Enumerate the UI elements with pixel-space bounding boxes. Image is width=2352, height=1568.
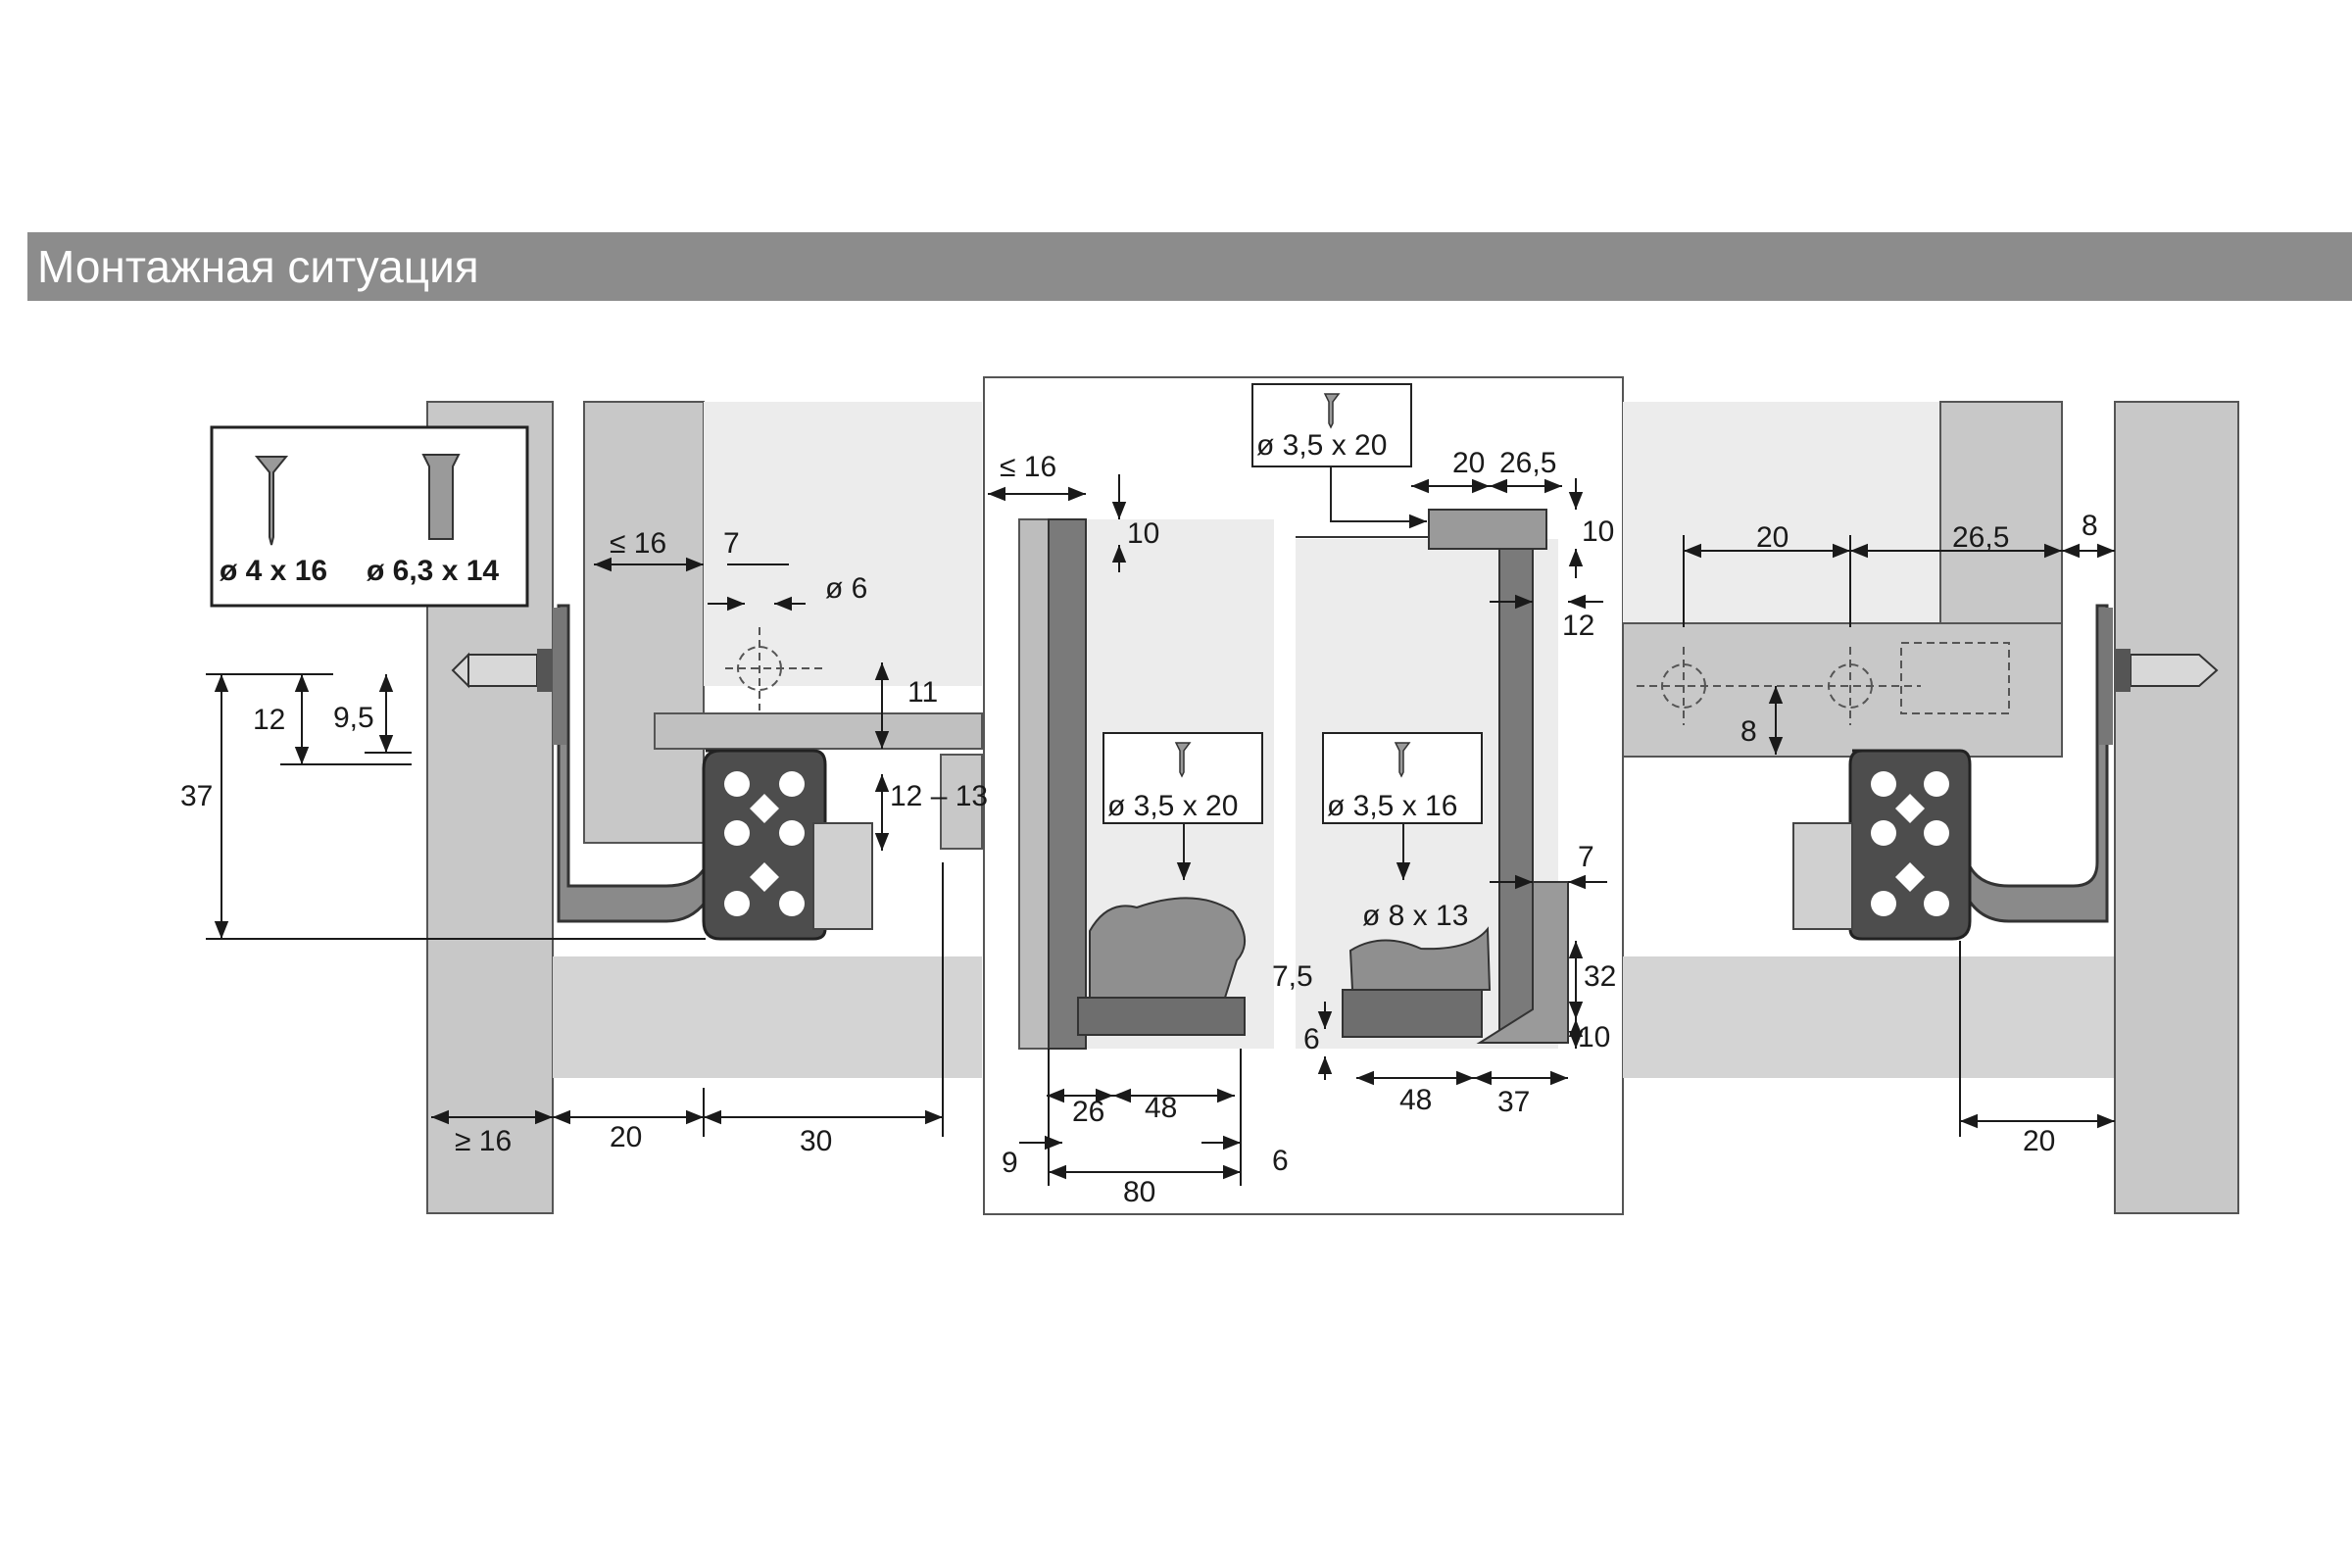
dim-right-265: 26,5	[1952, 521, 2009, 554]
dim-center-48b: 48	[1399, 1084, 1432, 1116]
dim-center-10c: 10	[1578, 1021, 1610, 1054]
dimension-lines	[206, 474, 2115, 1186]
dim-left-11: 11	[907, 676, 938, 709]
screw-box-mid-right: ø 3,5 x 16	[1322, 732, 1483, 880]
dim-center-12: 12	[1562, 610, 1594, 642]
screw-label-4x16: ø 4 x 16	[220, 555, 327, 587]
dim-left-12: 12	[253, 704, 285, 736]
dim-left-37: 37	[180, 780, 213, 812]
dim-center-16: ≤ 16	[1000, 451, 1056, 483]
center-right-bracket	[1476, 881, 1569, 1044]
center-left-clip	[1089, 897, 1246, 999]
center-right-clip	[1348, 926, 1492, 991]
dim-center-6a: 6	[1303, 1023, 1320, 1055]
dim-center-9: 9	[1002, 1147, 1018, 1179]
right-drawer-bottom	[1622, 622, 2063, 758]
left-drawer-bottom	[654, 712, 983, 750]
screw-box-left: ø 4 x 16 ø 6,3 x 14	[210, 425, 529, 608]
dim-center-813: ø 8 x 13	[1362, 900, 1468, 932]
dim-center-265: 26,5	[1499, 447, 1556, 479]
dim-center-6b: 6	[1272, 1145, 1289, 1177]
left-light-area	[704, 402, 982, 686]
dim-left-30: 30	[800, 1125, 832, 1157]
dim-center-37: 37	[1497, 1086, 1530, 1118]
dim-center-48a: 48	[1145, 1092, 1177, 1124]
dim-center-32: 32	[1584, 960, 1616, 993]
right-side-panel	[2114, 401, 2239, 1214]
right-assembly	[1622, 401, 2239, 1214]
right-screw	[2130, 654, 2219, 687]
screw-box-mid-left: ø 3,5 x 20	[1102, 732, 1263, 880]
dim-center-10a: 10	[1127, 517, 1159, 550]
dim-left-20: 20	[610, 1121, 642, 1153]
left-bracket-plate	[553, 608, 566, 745]
left-dowel-hole	[725, 627, 823, 710]
left-runner-block	[940, 754, 983, 850]
right-runner-profile	[1792, 749, 1972, 941]
left-screw	[451, 652, 538, 689]
left-screw-head	[537, 649, 553, 692]
dim-right-20: 20	[1756, 521, 1788, 554]
header-bar: Монтажная ситуация	[27, 232, 2352, 301]
center-left-wall-dark	[1048, 518, 1087, 1050]
dim-left-hole6: ø 6	[825, 572, 867, 605]
screw-label-63x14: ø 6,3 x 14	[367, 555, 499, 587]
left-runner-profile	[702, 749, 873, 941]
dim-left-ge16: ≥ 16	[455, 1125, 512, 1157]
left-bottom-board	[553, 956, 982, 1078]
screw-label-mid-left: ø 3,5 x 20	[1107, 790, 1238, 822]
center-right-wall-dark	[1498, 548, 1534, 1040]
right-bracket-plate	[2099, 608, 2113, 745]
dim-left-7: 7	[723, 527, 740, 560]
center-right-clip-base	[1342, 989, 1483, 1038]
dim-center-7: 7	[1578, 841, 1594, 873]
center-left-clip-base	[1077, 997, 1246, 1036]
dim-center-20: 20	[1452, 447, 1485, 479]
dim-left-1213: 12 – 13	[890, 780, 988, 812]
center-top-bracket	[1428, 509, 1547, 550]
screw-box-top: ø 3,5 x 20	[1251, 383, 1427, 529]
page-title: Монтажная ситуация	[37, 241, 479, 292]
dim-right-20b: 20	[2023, 1125, 2055, 1157]
center-left-wall	[1018, 518, 1050, 1050]
right-screw-head	[2115, 649, 2131, 692]
left-drawer-front	[583, 401, 705, 844]
dimension-labels: ≤ 16 7 ø 6 11 12 9,5 37 12 – 13 ≥ 16 20 …	[180, 447, 2098, 1208]
dim-center-26: 26	[1072, 1096, 1104, 1128]
dim-right-8b: 8	[1740, 715, 1757, 748]
dim-right-8a: 8	[2082, 510, 2098, 542]
right-drawer-front	[1939, 401, 2063, 624]
right-bottom-board	[1623, 956, 2115, 1078]
dim-left-16: ≤ 16	[610, 527, 666, 560]
dim-left-95: 9,5	[333, 702, 374, 734]
screw-label-mid-right: ø 3,5 x 16	[1327, 790, 1457, 822]
screw-label-top: ø 3,5 x 20	[1256, 429, 1387, 462]
dim-center-10b: 10	[1582, 515, 1614, 548]
dim-center-75: 7,5	[1272, 960, 1313, 993]
dim-center-80: 80	[1123, 1176, 1155, 1208]
